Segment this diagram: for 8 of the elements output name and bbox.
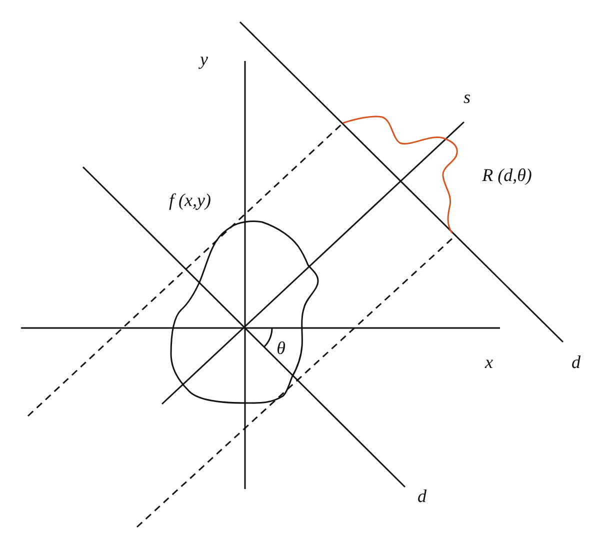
axis-label: θ	[276, 339, 286, 357]
axis-label: s	[464, 88, 470, 106]
axis-label: x	[485, 353, 493, 371]
axis-label: f (x,y)	[169, 191, 211, 209]
axis-label: R (d,θ)	[482, 166, 532, 184]
axis-label: d	[572, 353, 580, 371]
axis-label: d	[418, 487, 426, 505]
axis-label: y	[200, 50, 208, 68]
